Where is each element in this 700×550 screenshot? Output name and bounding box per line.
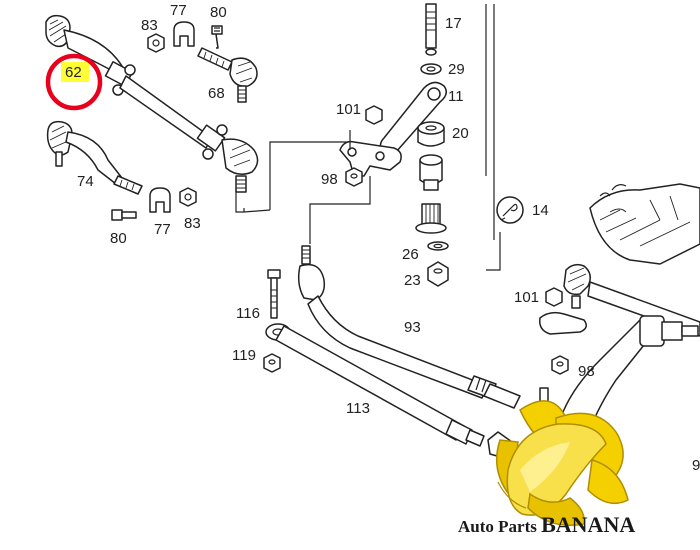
label-83: 83 xyxy=(141,17,158,34)
brand-watermark: Auto Parts BANANA xyxy=(458,400,635,537)
tie-rod-74 xyxy=(46,120,143,195)
label-116: 116 xyxy=(236,305,260,322)
label-74: 74 xyxy=(77,173,94,190)
label-93: 93 xyxy=(404,319,421,336)
small-parts-bottom xyxy=(111,187,197,221)
label-68: 68 xyxy=(208,85,225,102)
small-parts-top xyxy=(147,21,258,103)
highlighted-part-62[interactable]: 62 xyxy=(45,53,103,111)
brand-wordmark: Auto Parts BANANA xyxy=(458,512,635,537)
label-80b: 80 xyxy=(110,230,127,247)
bolt-116-119 xyxy=(263,269,281,373)
label-113: 113 xyxy=(346,400,370,417)
label-14: 14 xyxy=(532,202,549,219)
label-77: 77 xyxy=(170,2,187,19)
label-9: 9 xyxy=(692,457,700,474)
label-101: 101 xyxy=(336,101,361,118)
leader-lines-mid xyxy=(309,142,371,244)
label-62: 62 xyxy=(65,64,82,81)
part-labels: 83 77 80 62 68 74 80 77 83 17 29 11 101 … xyxy=(45,2,700,474)
drag-link-assembly xyxy=(45,14,259,193)
tie-rod-93 xyxy=(297,245,521,409)
tie-rod-113 xyxy=(265,323,485,447)
banana-icon xyxy=(495,400,629,526)
label-101b: 101 xyxy=(514,289,539,306)
label-20: 20 xyxy=(452,125,469,142)
label-98b: 98 xyxy=(578,363,595,380)
label-29: 29 xyxy=(448,61,465,78)
label-17: 17 xyxy=(445,15,462,32)
steering-column xyxy=(379,3,501,287)
label-119: 119 xyxy=(232,347,256,364)
idler-bracket xyxy=(339,105,524,224)
label-23: 23 xyxy=(404,272,421,289)
label-83b: 83 xyxy=(184,215,201,232)
label-98: 98 xyxy=(321,171,338,188)
label-77b: 77 xyxy=(154,221,171,238)
highlight-circle xyxy=(45,53,103,111)
brand-name: BANANA xyxy=(541,512,635,537)
brand-prefix: Auto Parts xyxy=(458,517,541,536)
label-11: 11 xyxy=(448,88,464,105)
leader-lines-upper xyxy=(235,130,351,213)
label-26: 26 xyxy=(402,246,419,263)
label-80: 80 xyxy=(210,4,227,21)
